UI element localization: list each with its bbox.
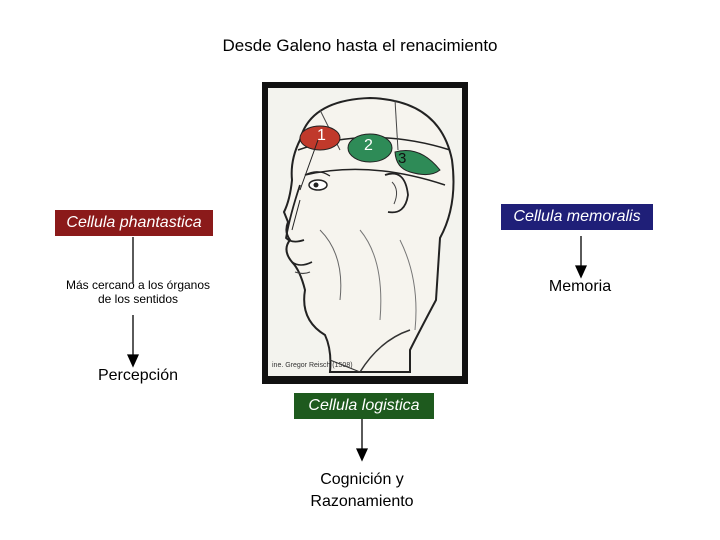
cognition-line-2: Razonamiento xyxy=(292,491,432,513)
arrowhead-cognition xyxy=(357,449,367,460)
cognition-line-1: Cognición y xyxy=(292,469,432,491)
cellula-logistica-box: Cellula logistica xyxy=(294,393,434,419)
ventricle-1-label: 1 xyxy=(317,127,326,145)
cognition-label: Cognición y Razonamiento xyxy=(292,469,432,513)
arrowhead-memory xyxy=(576,266,586,277)
arrowhead-perception xyxy=(128,355,138,366)
perception-label: Percepción xyxy=(83,367,193,385)
cellula-memoralis-box: Cellula memoralis xyxy=(501,204,653,230)
ventricle-2-label: 2 xyxy=(364,137,373,155)
senses-note: Más cercano a los órganos de los sentido… xyxy=(60,278,216,306)
ventricle-3-label: 3 xyxy=(398,150,406,167)
image-caption: ine. Gregor Reisch (1508) xyxy=(272,362,353,369)
memory-label: Memoria xyxy=(530,278,630,296)
cellula-phantastica-box: Cellula phantastica xyxy=(55,210,213,236)
